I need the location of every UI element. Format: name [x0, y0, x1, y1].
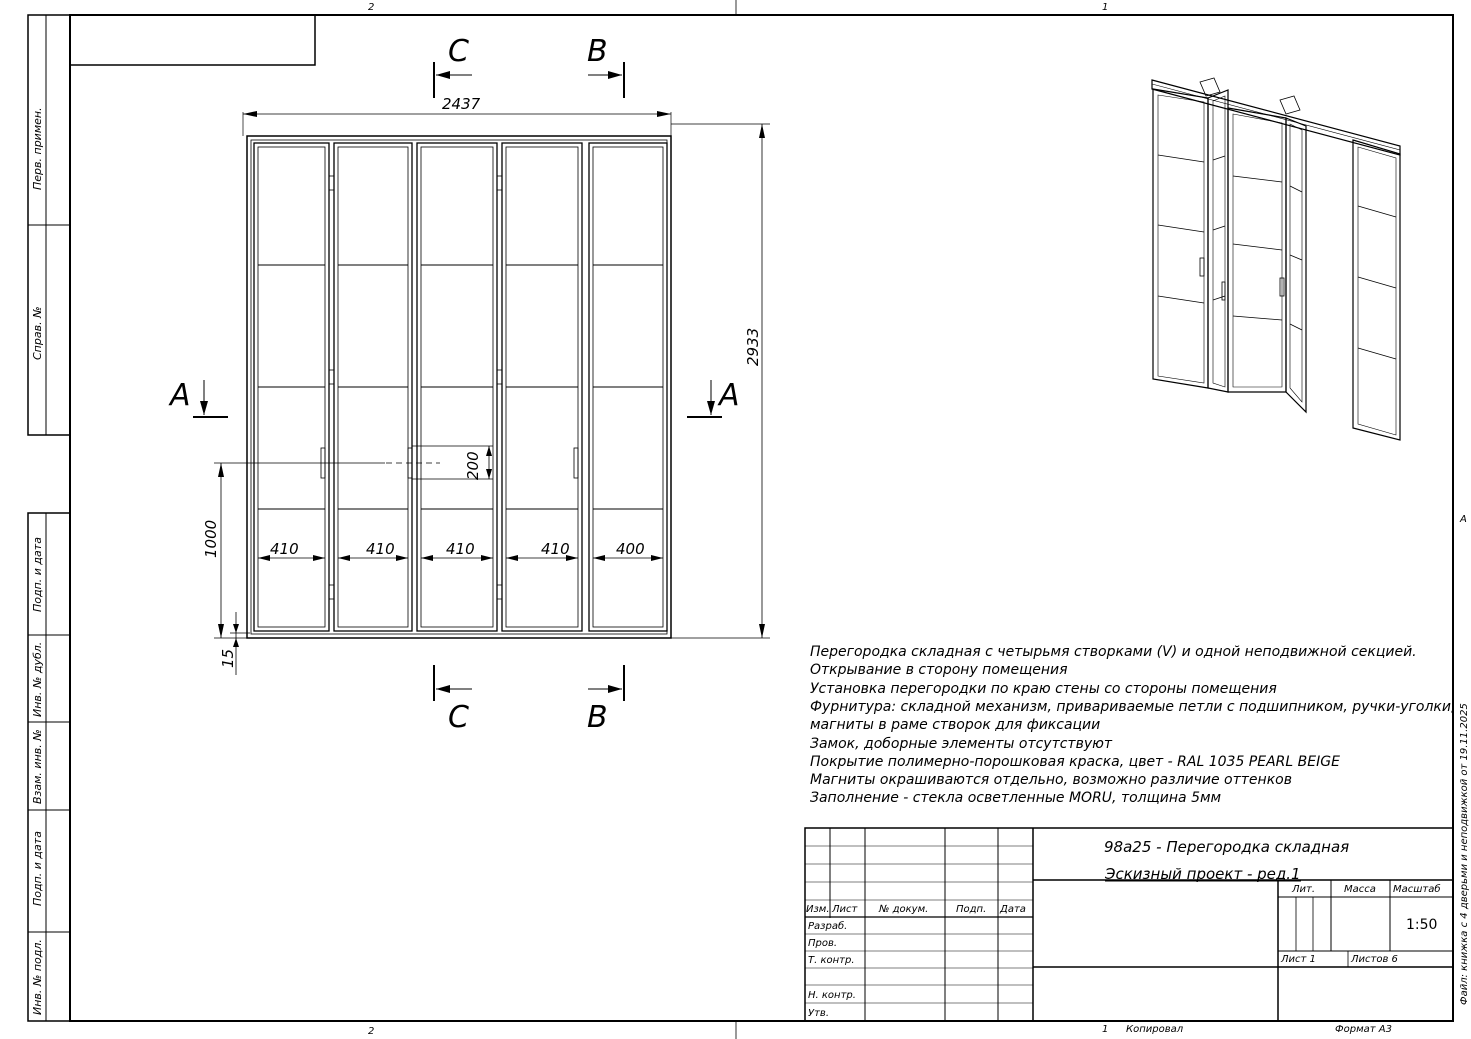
front-elevation	[246, 135, 672, 639]
dimension-handle-height-label: 1000	[202, 520, 220, 558]
section-cut-c-top	[433, 62, 472, 98]
section-cut-a-left-label: A	[168, 378, 191, 413]
note-line: Покрытие полимерно-порошковая краска, цв…	[810, 754, 1340, 770]
copied-by-label: Копировал	[1126, 1024, 1184, 1035]
leaf-3	[416, 142, 498, 632]
role-approved: Утв.	[808, 1008, 829, 1019]
section-cut-c-bottom-label: C	[448, 700, 469, 735]
format-label: Формат А3	[1335, 1024, 1392, 1035]
dimension-floor-gap	[230, 612, 250, 675]
dimension-overall-width	[242, 111, 672, 136]
section-cut-b-top-label: B	[587, 34, 608, 69]
note-line: Магниты окрашиваются отдельно, возможно …	[810, 772, 1292, 788]
section-cut-a-left	[193, 380, 228, 418]
sheet-count: Листов 6	[1350, 954, 1398, 965]
dimension-handle-height	[214, 462, 440, 639]
col-header-doc-number: № докум.	[878, 904, 928, 915]
role-developer: Разраб.	[808, 920, 847, 932]
section-cut-c-bottom	[433, 665, 472, 701]
zone-label-bottom-right: 1	[1102, 1024, 1108, 1035]
notes-block: Перегородка складная с четырьмя створкам…	[810, 644, 1455, 806]
dimension-height-label: 2933	[744, 328, 762, 366]
dimension-overall-height	[671, 123, 770, 639]
dimension-handle-length-label: 200	[464, 451, 482, 480]
scale-value: 1:50	[1406, 917, 1437, 933]
dimension-width-label: 2437	[442, 95, 481, 113]
section-cut-b-top	[588, 62, 625, 98]
title-block-grid	[804, 827, 1454, 1022]
leaf-width-label-2: 410	[366, 540, 395, 558]
side-stamp-field-2: Справ. №	[31, 306, 44, 360]
note-line: Замок, доборные элементы отсутствуют	[810, 736, 1113, 752]
isometric-view	[1151, 77, 1401, 441]
side-stamp-field-1: Перв. примен.	[31, 107, 44, 190]
file-caption: Файл: книжка с 4 дверьми и неподвижкой о…	[1459, 703, 1470, 1005]
leaf-width-label-1: 410	[270, 540, 299, 558]
scale-header: Масштаб	[1393, 883, 1441, 895]
drawing-subtitle: Эскизный проект - ред.1	[1104, 865, 1301, 883]
sheet-number: Лист 1	[1280, 954, 1316, 965]
side-stamp-field-4: Инв. № дубл.	[31, 642, 44, 717]
side-stamp	[27, 14, 71, 1022]
col-header-signature: Подп.	[956, 904, 986, 915]
section-cut-b-bottom-label: B	[587, 700, 608, 735]
leaf-1	[253, 142, 330, 632]
section-cut-c-top-label: C	[448, 34, 469, 69]
leaf-width-label-4: 410	[541, 540, 570, 558]
drawing-title: 98а25 - Перегородка складная	[1104, 838, 1349, 856]
col-header-sheet: Лист	[831, 904, 859, 915]
zone-label-right: A	[1459, 514, 1467, 525]
role-norm-control: Н. контр.	[808, 990, 856, 1001]
note-line: Фурнитура: складной механизм, приваривае…	[810, 699, 1455, 715]
section-cut-a-right-label: A	[717, 378, 740, 413]
section-cut-b-bottom	[588, 665, 625, 701]
section-cut-a-right	[687, 380, 722, 418]
role-tech-control: Т. контр.	[808, 955, 855, 966]
side-stamp-field-7: Инв. № подл.	[31, 939, 44, 1015]
dimension-handle-length	[412, 445, 493, 480]
zone-label-bottom-left: 2	[368, 1026, 374, 1037]
leaf-width-label-5: 400	[616, 540, 645, 558]
leaf-2	[333, 142, 413, 632]
lit-header: Лит.	[1291, 884, 1315, 895]
leaf-width-label-3: 410	[446, 540, 475, 558]
fixed-section	[588, 142, 668, 632]
mass-header: Масса	[1344, 884, 1376, 895]
leaf-4	[501, 142, 583, 632]
dimension-floor-gap-label: 15	[219, 649, 237, 668]
zone-label-top-right: 1	[1102, 2, 1108, 13]
note-line: Перегородка складная с четырьмя створкам…	[810, 644, 1417, 660]
col-header-change: Изм.	[806, 904, 830, 915]
hinges	[328, 175, 503, 600]
note-line: магниты в раме створок для фиксации	[810, 717, 1100, 733]
note-line: Открывание в сторону помещения	[810, 662, 1068, 678]
side-stamp-field-6: Подп. и дата	[31, 831, 44, 906]
dimension-leaf-widths	[258, 555, 663, 561]
note-line: Установка перегородки по краю стены со с…	[810, 681, 1277, 697]
role-checked: Пров.	[808, 938, 837, 949]
col-header-date: Дата	[999, 904, 1026, 915]
note-line: Заполнение - стекла осветленные MORU, то…	[810, 790, 1222, 806]
side-stamp-field-3: Подп. и дата	[31, 537, 44, 612]
zone-label-top-left: 2	[368, 2, 374, 13]
side-stamp-field-5: Взам. инв. №	[31, 729, 44, 804]
sheet-frame	[69, 0, 1454, 1039]
